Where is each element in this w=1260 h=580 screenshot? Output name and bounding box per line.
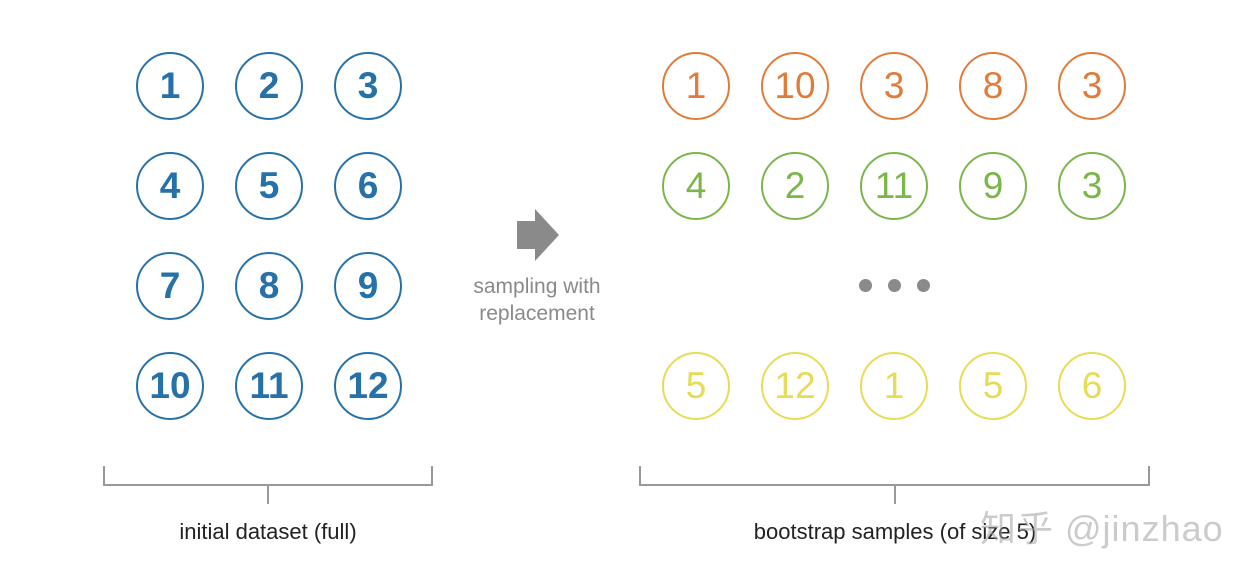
number-circle: 3 [860,52,928,120]
number-circle: 7 [136,252,204,320]
number-circle: 4 [136,152,204,220]
number-circle: 9 [959,152,1027,220]
arrow-caption-line2: replacement [479,302,595,325]
number-circle: 3 [1058,52,1126,120]
number-circle: 12 [334,352,402,420]
number-circle: 12 [761,352,829,420]
watermark: 知乎 @jinzhao [980,508,1224,549]
number-circle: 1 [662,52,730,120]
number-circle: 2 [235,52,303,120]
number-circle: 5 [235,152,303,220]
initial-bracket [103,466,433,504]
number-circle: 8 [959,52,1027,120]
arrow-caption-line1: sampling with [473,275,601,298]
number-circle: 3 [1058,152,1126,220]
number-circle: 5 [662,352,730,420]
number-circle: 11 [860,152,928,220]
number-circle: 3 [334,52,402,120]
number-circle: 10 [761,52,829,120]
initial-dataset-label: initial dataset (full) [179,519,357,544]
number-circle: 4 [662,152,730,220]
number-circle: 1 [136,52,204,120]
number-circle: 11 [235,352,303,420]
number-circle: 6 [1058,352,1126,420]
arrow-caption: sampling with replacement [437,273,637,327]
number-circle: 6 [334,152,402,220]
number-circle: 9 [334,252,402,320]
number-circle: 2 [761,152,829,220]
number-circle: 5 [959,352,1027,420]
number-circle: 1 [860,352,928,420]
bootstrap-samples-label: bootstrap samples (of size 5) [753,519,1037,544]
bootstrap-bracket [639,466,1150,504]
number-circle: 8 [235,252,303,320]
number-circle: 10 [136,352,204,420]
arrow-right-icon [517,209,559,261]
